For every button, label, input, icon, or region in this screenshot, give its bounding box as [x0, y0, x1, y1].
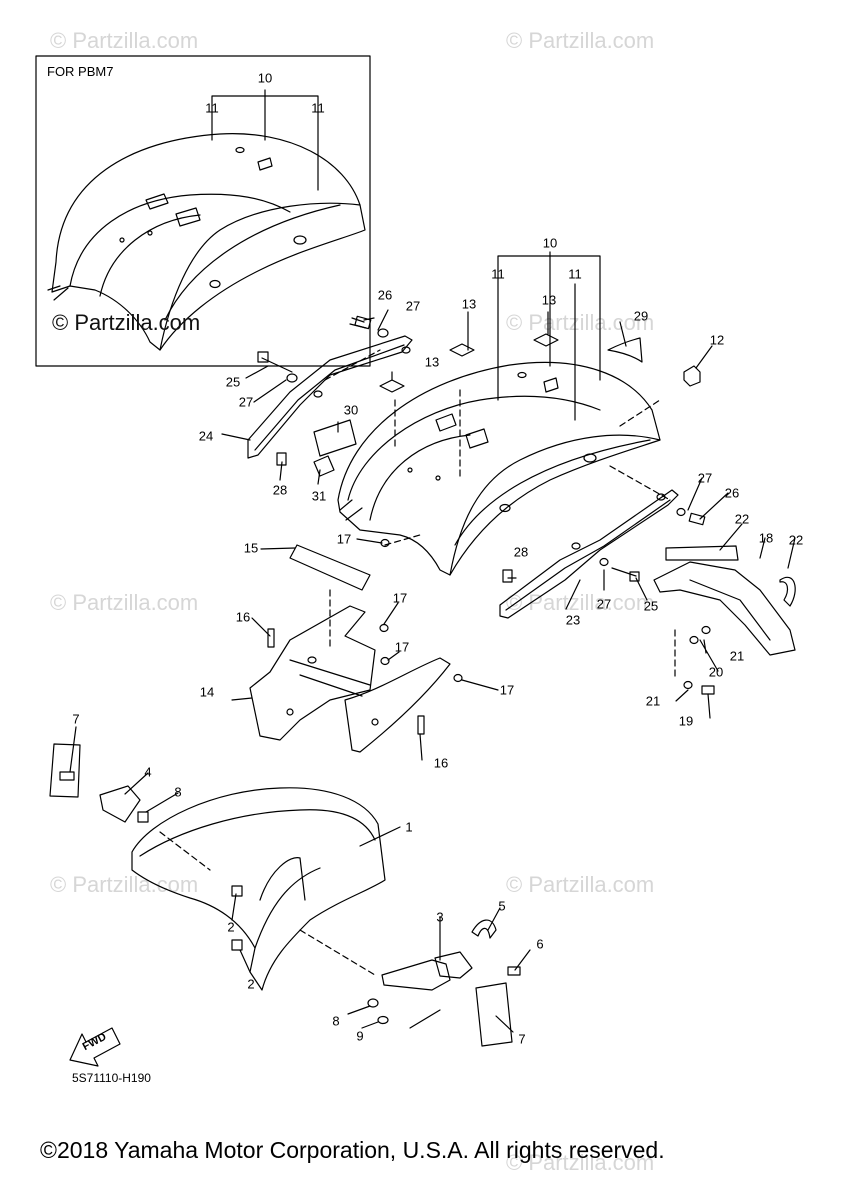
fasteners: [59, 315, 715, 1025]
callout-number: 26: [377, 287, 393, 303]
callout-number: 26: [724, 485, 740, 501]
callout-number: 14: [199, 684, 215, 700]
side-rail-left: [247, 335, 413, 459]
callout-number: 12: [709, 332, 725, 348]
callout-number: 28: [513, 544, 529, 560]
callout-number: 27: [405, 298, 421, 314]
tail-bracket: [653, 545, 796, 656]
callout-number: 15: [243, 540, 259, 556]
callout-number: 21: [729, 648, 745, 664]
callout-number: 11: [568, 266, 582, 282]
callout-number: 24: [198, 428, 214, 444]
callout-number: 10: [542, 235, 558, 251]
callout-number: 21: [645, 693, 661, 709]
callout-number: 17: [336, 531, 352, 547]
front-brackets: [49, 743, 513, 1047]
callout-number: 13: [424, 354, 440, 370]
leader-lines: [69, 89, 796, 1033]
callout-number: 31: [311, 488, 327, 504]
callout-number: 27: [596, 596, 612, 612]
callout-number: 27: [697, 470, 713, 486]
callout-number: 23: [565, 612, 581, 628]
fwd-arrow: [69, 1027, 121, 1067]
callout-number: 10: [257, 70, 273, 86]
plate: [289, 544, 371, 591]
rear-fender: [337, 361, 661, 576]
callout-number: 11: [491, 266, 505, 282]
front-fender: [131, 787, 386, 991]
callout-number: 30: [343, 402, 359, 418]
callout-number: 7: [72, 711, 80, 727]
watermark: © Partzilla.com: [50, 590, 199, 615]
callout-number: 2: [227, 919, 235, 935]
callout-number: 3: [436, 909, 444, 925]
watermark: © Partzilla.com: [50, 28, 199, 53]
callout-number: 20: [708, 664, 724, 680]
watermark: © Partzilla.com: [506, 310, 655, 335]
assembly-lines: [159, 349, 676, 976]
callout-number: 22: [788, 532, 804, 548]
callout-number: 11: [311, 100, 325, 116]
callout-number: 29: [633, 308, 649, 324]
bracket-assembly: [249, 605, 451, 753]
callout-number: 5: [498, 898, 506, 914]
inset-rear-fender: [47, 133, 366, 351]
callout-number: 17: [499, 682, 515, 698]
callout-number: 2: [247, 976, 255, 992]
callout-number: 18: [758, 530, 774, 546]
callout-number: 13: [461, 296, 477, 312]
callout-number: 28: [272, 482, 288, 498]
callout-number: 25: [643, 598, 659, 614]
diagram-code: 5S71110-H190: [72, 1071, 151, 1085]
watermark: © Partzilla.com: [506, 872, 655, 897]
callout-number: 8: [174, 784, 182, 800]
callout-number: 7: [518, 1031, 526, 1047]
callout-number: 13: [541, 292, 557, 308]
callout-number: 25: [225, 374, 241, 390]
callout-number: 1: [405, 819, 413, 835]
callout-number: 22: [734, 511, 750, 527]
inset-watermark: © Partzilla.com: [52, 310, 201, 335]
callout-number: 8: [332, 1013, 340, 1029]
callout-number: 17: [392, 590, 408, 606]
watermark: © Partzilla.com: [506, 1150, 655, 1175]
callout-number: 6: [536, 936, 544, 952]
callout-number: 17: [394, 639, 410, 655]
inset-label: FOR PBM7: [47, 64, 114, 79]
callout-number: 16: [433, 755, 449, 771]
callout-number: 19: [678, 713, 694, 729]
side-rail-right: [499, 489, 679, 619]
copyright-notice: ©2018 Yamaha Motor Corporation, U.S.A. A…: [40, 1137, 665, 1163]
inset-frame: [35, 55, 371, 367]
watermark: © Partzilla.com: [506, 28, 655, 53]
callout-number: 27: [238, 394, 254, 410]
callout-number: 16: [235, 609, 251, 625]
callout-number: 11: [205, 100, 219, 116]
callout-number: 4: [144, 764, 152, 780]
callout-number: 9: [356, 1028, 364, 1044]
